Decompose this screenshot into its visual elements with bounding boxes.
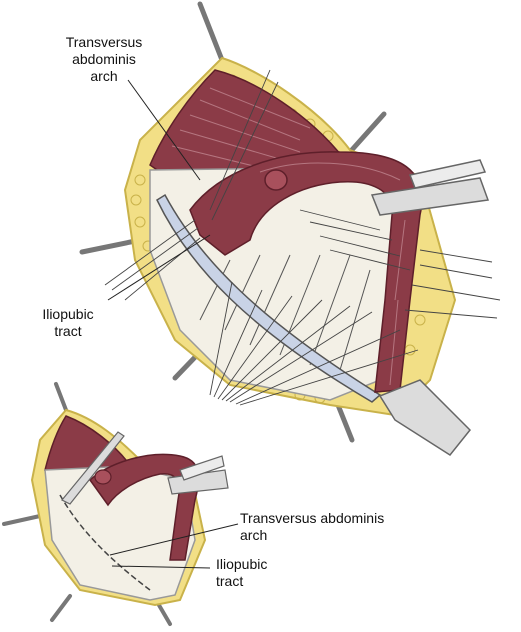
- bottom-tract-label-line1: Iliopubic: [216, 556, 268, 572]
- bottom-arch-leader: [109, 523, 239, 556]
- sutures-top: [104, 69, 501, 406]
- bottom-tract-leader: [111, 565, 211, 569]
- top-tract-leader: [107, 234, 211, 301]
- cord-retractor: [378, 379, 472, 456]
- bottom-retractor-upper: [179, 455, 225, 481]
- retractor-top-left: [197, 1, 225, 63]
- top-arch-label-line3: arch: [90, 68, 118, 84]
- bottom-arch-label-line1: Transversus abdominis: [240, 510, 385, 526]
- retractor-top-right: [347, 111, 387, 155]
- top-arch-label-line1: Transversus: [65, 34, 143, 50]
- hook-bottom-top: [54, 382, 68, 412]
- top-arch-label: Transversus abdominis arch: [44, 34, 164, 85]
- hook-bottom-bottom: [50, 594, 72, 622]
- bottom-arch-label-line2: arch: [240, 527, 268, 543]
- blade-retractor: [370, 177, 490, 216]
- bottom-spermatic-cord: [88, 453, 200, 561]
- iliopubic-tract-band: [156, 193, 382, 403]
- top-arch-label-line2: abdominis: [72, 51, 136, 67]
- bottom-suture-line: [59, 494, 151, 591]
- cord-highlights: [259, 162, 406, 386]
- bottom-arch-label: Transversus abdominis arch: [240, 510, 420, 544]
- hook-bottom-left: [2, 514, 42, 526]
- bottom-forceps: [61, 431, 125, 505]
- top-tract-label: Iliopubic tract: [28, 306, 108, 340]
- top-tract-label-line2: tract: [54, 323, 82, 339]
- blade-retractor-upper: [408, 159, 487, 189]
- bottom-cord-knob: [94, 469, 112, 485]
- top-tract-label-line1: Iliopubic: [42, 306, 94, 322]
- bottom-tract-label: Iliopubic tract: [216, 556, 336, 590]
- top-view: [79, 1, 501, 456]
- bottom-view: [2, 382, 239, 626]
- cord-knob: [264, 169, 288, 191]
- bottom-tract-label-line2: tract: [216, 573, 244, 589]
- top-arch-leader: [127, 79, 201, 181]
